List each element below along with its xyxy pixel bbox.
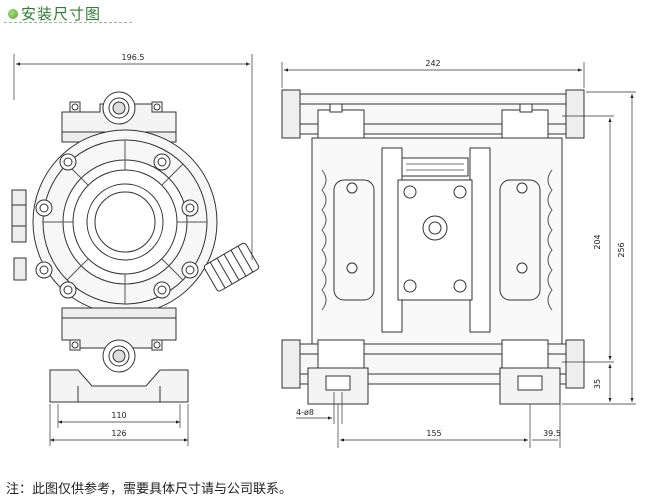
dim-base-inner: 110 bbox=[111, 411, 126, 420]
front-dimensions bbox=[13, 54, 253, 446]
section-title: 安装尺寸图 bbox=[21, 5, 102, 23]
dim-foot-offset: 39.5 bbox=[543, 429, 561, 438]
top-bolts bbox=[69, 101, 163, 113]
dim-base-outer: 126 bbox=[111, 429, 126, 438]
dim-overall-length: 242 bbox=[425, 59, 440, 68]
center-bolts bbox=[403, 185, 467, 293]
installation-drawing: 196.5 110 126 bbox=[11, 53, 636, 448]
bottom-bolts bbox=[69, 339, 163, 351]
front-view bbox=[11, 91, 260, 403]
dim-foot-spacing: 155 bbox=[426, 429, 441, 438]
muffler bbox=[203, 242, 260, 292]
bullet-icon bbox=[8, 9, 18, 19]
dim-hole-spec: 4-ø8 bbox=[296, 408, 314, 417]
dim-overall-width: 196.5 bbox=[122, 53, 145, 62]
side-dimensions bbox=[281, 62, 636, 448]
title-underline bbox=[4, 22, 132, 23]
side-view bbox=[281, 89, 585, 405]
dim-overall-height: 256 bbox=[617, 242, 626, 257]
dim-height-bolts: 204 bbox=[593, 234, 602, 249]
chamber-bolts bbox=[346, 182, 528, 274]
dim-foot-height: 35 bbox=[593, 379, 602, 389]
body-bolts bbox=[35, 153, 199, 299]
footnote: 注：此图仅供参考，需要具体尺寸请与公司联系。 bbox=[6, 482, 293, 497]
